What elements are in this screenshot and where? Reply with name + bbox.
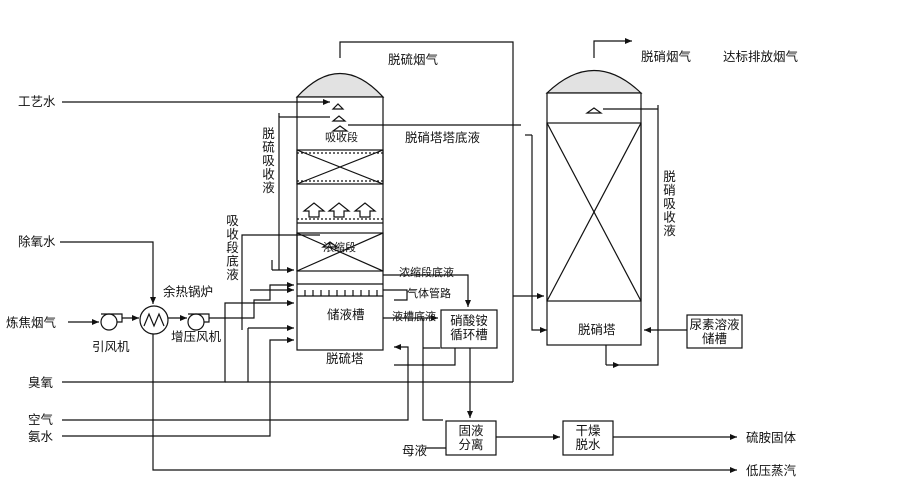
desulfur-flue-gas-label: 脱硫烟气 <box>388 52 439 67</box>
storage-bottom-label: 液槽底液 <box>392 310 436 323</box>
separation-box <box>445 420 497 456</box>
urea-tank-box <box>686 314 743 349</box>
waste-heat-boiler-label: 余热锅炉 <box>163 284 214 299</box>
ammonia-water-label: 氨水 <box>28 429 54 444</box>
ammonium-sulfate-label: 硫胺固体 <box>746 430 797 445</box>
denitration-flue-gas-label: 脱硝烟气 <box>641 49 692 64</box>
desulfur-tower-shape <box>295 73 385 351</box>
gas-riser-arrows <box>302 202 377 218</box>
coke-flue-gas-label: 炼焦烟气 <box>6 315 57 330</box>
process-water-label: 工艺水 <box>18 94 56 109</box>
nitrate-tank-box <box>440 309 498 349</box>
air-label: 空气 <box>28 412 54 427</box>
dryer-box <box>562 420 614 456</box>
denitration-tower-bottom-label: 脱硝塔塔底液 <box>405 130 481 145</box>
waste-heat-boiler-shape <box>139 305 169 335</box>
concentration-section-label: 浓缩段 <box>323 241 356 254</box>
booster-fan-label: 增压风机 <box>171 329 222 344</box>
induced-fan-shape <box>100 313 123 331</box>
nitrate-tank-label: 硝酸铵 循环槽 <box>450 313 488 342</box>
denitration-absorb-liquid-label: 脱硝吸收液 <box>661 170 676 238</box>
urea-tank-label: 尿素溶液 储槽 <box>689 317 740 346</box>
denitration-tower-label: 脱硝塔 <box>578 322 616 337</box>
ozone-label: 臭氧 <box>28 375 54 390</box>
desulfur-spray-nozzles <box>321 103 349 248</box>
concentration-bottom-label: 浓缩段底液 <box>399 266 454 279</box>
induced-fan-label: 引风机 <box>92 339 130 354</box>
dryer-label: 干燥 脱水 <box>575 423 601 452</box>
separation-label: 固液 分离 <box>458 423 484 452</box>
desulfur-tower-label: 脱硫塔 <box>326 351 364 366</box>
gas-duct-label: 气体管路 <box>407 287 451 300</box>
compliant-flue-gas-label: 达标排放烟气 <box>723 49 799 64</box>
absorb-bottom-liquid-label: 吸收段底液 <box>224 214 239 282</box>
absorption-section-label: 吸收段 <box>325 131 358 144</box>
denitration-tower-shape <box>545 70 643 346</box>
low-pressure-steam-label: 低压蒸汽 <box>746 463 797 478</box>
mother-liquor-label: 母液 <box>402 443 428 458</box>
deoxy-water-label: 除氧水 <box>18 234 56 249</box>
booster-fan-shape <box>187 313 210 331</box>
desulfur-absorb-liquid-label: 脱硫吸收液 <box>260 127 275 195</box>
storage-tank-label: 储液槽 <box>327 307 365 322</box>
